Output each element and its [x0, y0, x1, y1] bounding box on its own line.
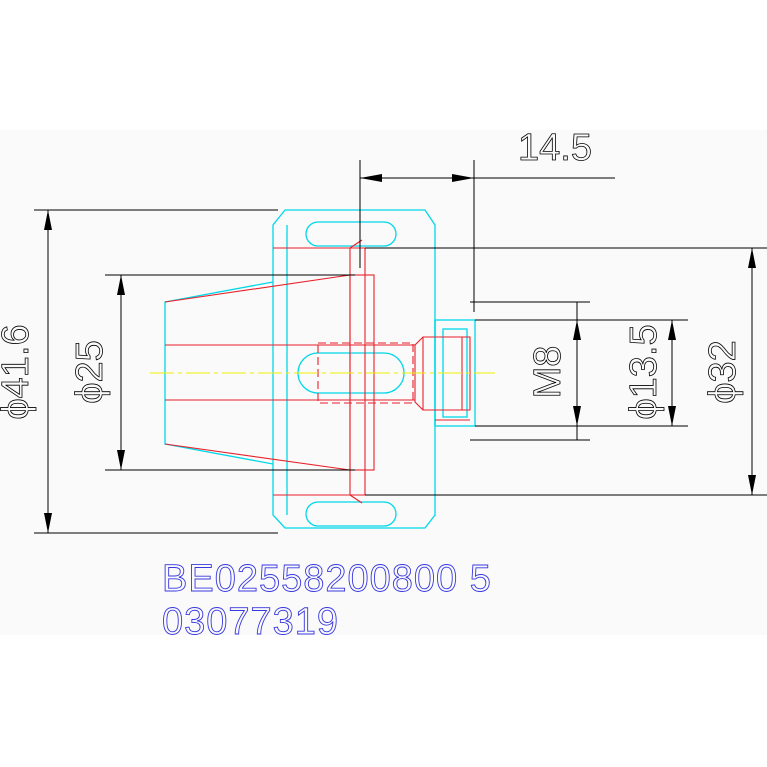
dimension-lines: [34, 160, 767, 534]
arrow-32-top: [748, 248, 756, 268]
drawing-panel: [0, 130, 767, 635]
arrow-32-bottom: [748, 475, 756, 495]
arrow-41-6-top: [44, 210, 52, 230]
label-13-5: ϕ13.5: [623, 324, 665, 419]
label-32: ϕ32: [702, 340, 744, 404]
label-41-6: ϕ41.6: [0, 324, 37, 419]
section-lines: [164, 239, 471, 504]
sec-corner-bottom: [349, 494, 363, 504]
sec-taper-bottom: [164, 443, 351, 471]
label-25: ϕ25: [69, 340, 111, 404]
arrow-13-5-top: [668, 320, 676, 340]
arrow-25-bottom: [117, 450, 125, 470]
arrow-13-5-bottom: [668, 406, 676, 426]
label-14-5: 14.5: [518, 127, 592, 169]
code-line-2: 03077319: [162, 601, 339, 643]
nut-body-outline: [272, 209, 436, 529]
arrow-41-6-bottom: [44, 513, 52, 533]
arrow-14-5-left: [360, 174, 382, 182]
part-codes: BE02558200800 5 03077319: [162, 558, 492, 644]
bottom-slot: [305, 501, 397, 527]
arrow-25-top: [117, 275, 125, 295]
sec-taper-top: [164, 274, 351, 303]
center-slot: [297, 352, 405, 394]
label-m8: M8: [527, 346, 569, 399]
arrow-m8-bottom: [573, 406, 581, 426]
arrowheads: [44, 174, 756, 533]
arrow-14-5-right: [452, 174, 474, 182]
dimension-labels: ϕ41.6 ϕ25 ϕ32 M8 ϕ13.5 14.5: [0, 127, 744, 420]
top-slot: [305, 221, 397, 247]
arrow-m8-top: [573, 320, 581, 340]
code-line-1: BE02558200800 5: [162, 558, 492, 600]
